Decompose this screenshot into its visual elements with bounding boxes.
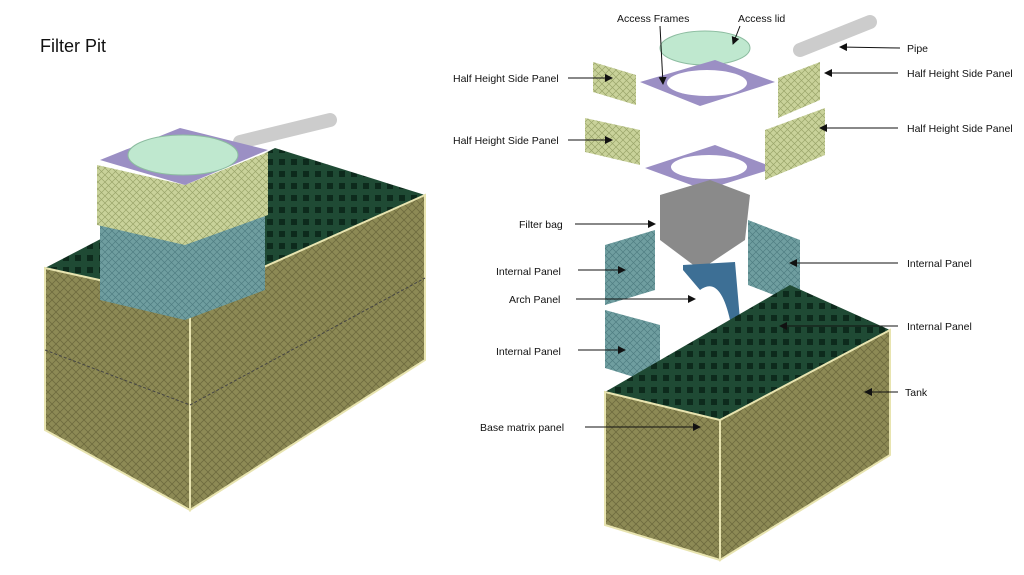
- callouts: Access Frames Access lid Pipe Half Heigh…: [453, 13, 1013, 434]
- tank-side-right: [719, 328, 891, 562]
- pipe: [233, 113, 337, 149]
- internal-panel: [605, 230, 655, 305]
- internal-panel: [100, 225, 185, 320]
- internal-panel: [748, 220, 800, 305]
- label-filter-bag: Filter bag: [519, 219, 563, 231]
- label-internal-panel: Internal Panel: [907, 258, 972, 270]
- half-height-side-panel: [97, 165, 185, 245]
- label-half-height-side-panel: Half Height Side Panel: [453, 73, 559, 85]
- label-access-frames: Access Frames: [617, 13, 689, 25]
- half-height-side-panel: [778, 62, 820, 118]
- assembled-filter-pit: [44, 113, 426, 512]
- tank-side-left: [604, 390, 721, 562]
- page-title: Filter Pit: [40, 36, 107, 56]
- exploded-filter-pit: [585, 15, 891, 562]
- half-height-side-panel: [765, 108, 825, 180]
- label-access-lid: Access lid: [738, 13, 785, 25]
- half-height-side-panel: [593, 62, 636, 105]
- label-half-height-side-panel: Half Height Side Panel: [907, 68, 1013, 80]
- half-height-side-panel: [585, 118, 640, 165]
- pipe: [793, 15, 877, 57]
- tank-top: [605, 285, 890, 420]
- access-lid: [127, 134, 239, 176]
- filter-bag: [660, 180, 750, 270]
- label-pipe: Pipe: [907, 43, 928, 55]
- label-base-matrix-panel: Base matrix panel: [480, 422, 564, 434]
- label-half-height-side-panel: Half Height Side Panel: [907, 123, 1013, 135]
- label-internal-panel: Internal Panel: [907, 321, 972, 333]
- half-height-side-panel: [185, 152, 268, 245]
- label-tank: Tank: [905, 387, 928, 399]
- label-half-height-side-panel: Half Height Side Panel: [453, 135, 559, 147]
- label-internal-panel: Internal Panel: [496, 346, 561, 358]
- label-arch-panel: Arch Panel: [509, 294, 560, 306]
- label-internal-panel: Internal Panel: [496, 266, 561, 278]
- internal-panel: [605, 310, 660, 385]
- arch-panel: [683, 262, 740, 320]
